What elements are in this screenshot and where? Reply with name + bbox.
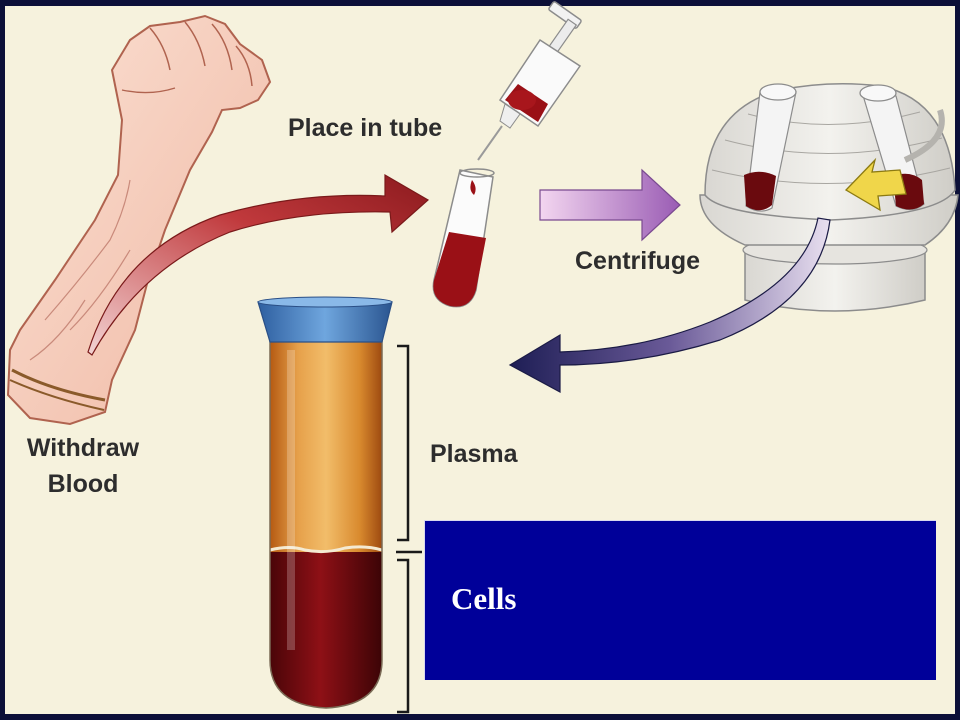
large-tube-icon xyxy=(257,296,393,709)
arm-icon xyxy=(6,14,272,426)
test-tube-icon xyxy=(432,168,495,308)
arrow-to-tube-icon xyxy=(87,173,430,356)
withdraw-blood-label: Withdraw Blood xyxy=(8,430,158,502)
plasma-bracket xyxy=(397,344,410,542)
arrow-to-centrifuge-icon xyxy=(539,168,681,242)
arrow-to-large-tube-icon xyxy=(508,217,831,394)
syringe-icon xyxy=(477,1,582,161)
cells-label: Cells xyxy=(451,581,517,616)
centrifuge-label: Centrifuge xyxy=(575,247,700,275)
cells-bracket xyxy=(396,550,422,714)
plasma-label: Plasma xyxy=(430,440,518,468)
withdraw-label-line1: Withdraw xyxy=(26,434,140,462)
place-in-tube-label: Place in tube xyxy=(288,114,443,142)
cells-label-box: Cells xyxy=(424,520,936,680)
withdraw-label-line2: Blood xyxy=(47,470,119,498)
